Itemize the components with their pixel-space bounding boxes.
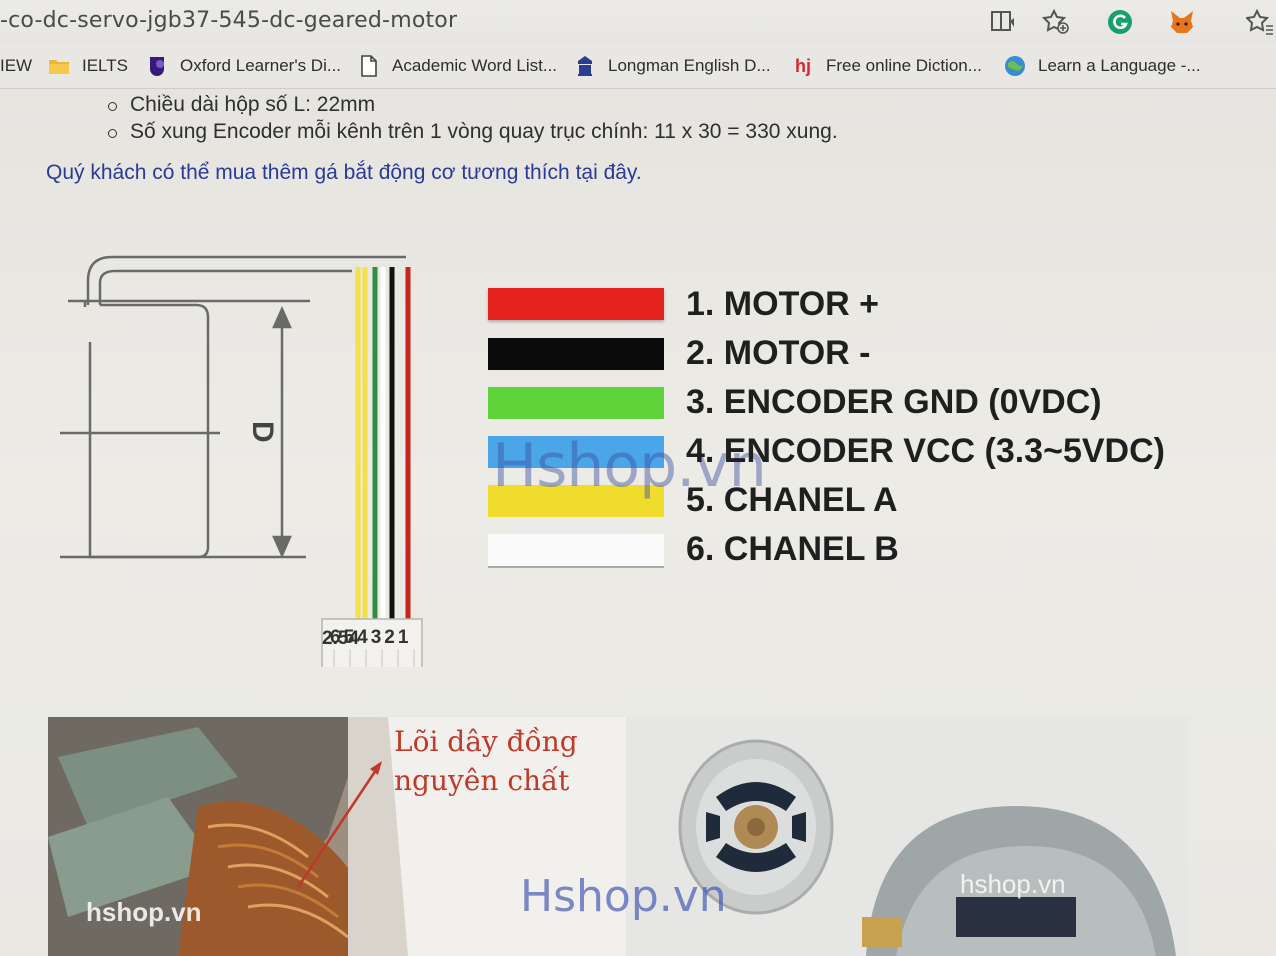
url-text[interactable]: -co-dc-servo-jgb37-545-dc-geared-motor bbox=[0, 8, 458, 33]
copper-coil-photo bbox=[48, 717, 626, 956]
bookmark-label: IEW bbox=[0, 56, 33, 75]
wire-swatch-yellow bbox=[488, 485, 664, 517]
longman-icon bbox=[574, 55, 596, 77]
watermark: hshop.vn bbox=[86, 897, 202, 927]
list-item: Số xung Encoder mỗi kênh trên 1 vòng qua… bbox=[108, 120, 838, 144]
wire-label: 5. CHANEL A bbox=[686, 481, 898, 519]
dimension-label-d: D bbox=[246, 421, 279, 443]
bookmark-label: Oxford Learner's Di... bbox=[180, 56, 342, 75]
page-icon bbox=[358, 55, 380, 77]
bookmark-label: Academic Word List... bbox=[392, 56, 558, 75]
wire-swatch-white bbox=[488, 534, 664, 568]
watermark: Hshop.vn bbox=[492, 431, 767, 501]
bookmark-label: IELTS bbox=[82, 56, 128, 75]
wire-label: 2. MOTOR - bbox=[686, 334, 871, 372]
bookmark-academic-word-list[interactable]: Academic Word List... bbox=[358, 53, 557, 79]
page-content: Chiều dài hộp số L: 22mm Số xung Encoder… bbox=[0, 89, 1276, 956]
metamask-icon[interactable] bbox=[1166, 6, 1198, 38]
pin-numbers: 654321 bbox=[330, 627, 411, 648]
watermark: hshop.vn bbox=[960, 869, 1066, 899]
wire-swatch-green bbox=[488, 387, 664, 419]
motor-dimension-drawing: D 654321 bbox=[60, 255, 423, 667]
bookmark-oxford[interactable]: Oxford Learner's Di... bbox=[146, 53, 341, 79]
wire-swatch-red bbox=[488, 288, 664, 320]
favorite-add-icon[interactable] bbox=[1040, 6, 1072, 38]
bookmark-longman[interactable]: Longman English D... bbox=[574, 53, 771, 79]
folder-icon bbox=[48, 55, 70, 77]
oxford-icon bbox=[146, 55, 168, 77]
photo-caption: nguyên chất bbox=[394, 764, 570, 797]
wire-label: 6. CHANEL B bbox=[686, 530, 899, 568]
bookmark-label: Longman English D... bbox=[608, 56, 771, 75]
bookmark-learn-a-language[interactable]: Learn a Language -... bbox=[1004, 53, 1201, 79]
wire-swatch-black bbox=[488, 338, 664, 370]
bookmarks-bar: IEW IELTS Oxford Learner's Di... Academi… bbox=[0, 44, 1276, 89]
photo-caption: Lõi dây đồng bbox=[394, 725, 578, 758]
pitch-label: 2.54 bbox=[322, 628, 359, 649]
watermark: Hshop.vn bbox=[520, 871, 727, 922]
bookmark-label: Learn a Language -... bbox=[1038, 56, 1201, 75]
motor-photo bbox=[626, 717, 1188, 956]
wire-label: 4. ENCODER VCC (3.3~5VDC) bbox=[686, 432, 1165, 470]
bookmark-iew[interactable]: IEW bbox=[0, 53, 32, 79]
favorites-icon[interactable] bbox=[1244, 6, 1276, 38]
bookmark-label: Free online Diction... bbox=[826, 56, 982, 75]
grammarly-icon[interactable] bbox=[1104, 6, 1136, 38]
mount-bracket-link[interactable]: Quý khách có thể mua thêm gá bắt động cơ… bbox=[46, 161, 642, 184]
list-item: Chiều dài hộp số L: 22mm bbox=[108, 93, 375, 117]
list-item-text: Số xung Encoder mỗi kênh trên 1 vòng qua… bbox=[130, 120, 838, 143]
reader-view-icon[interactable] bbox=[988, 6, 1020, 38]
hj-icon: hj bbox=[795, 55, 811, 76]
wire-swatch-blue bbox=[488, 436, 664, 468]
list-item-text: Chiều dài hộp số L: 22mm bbox=[130, 93, 376, 116]
bookmark-free-online-dictionary[interactable]: hj Free online Diction... bbox=[792, 53, 982, 79]
globe-icon bbox=[1004, 55, 1026, 77]
wire-label: 1. MOTOR + bbox=[686, 285, 880, 323]
bookmark-ielts[interactable]: IELTS bbox=[48, 53, 128, 79]
wire-label: 3. ENCODER GND (0VDC) bbox=[686, 383, 1102, 421]
address-bar[interactable]: -co-dc-servo-jgb37-545-dc-geared-motor bbox=[0, 0, 1276, 44]
